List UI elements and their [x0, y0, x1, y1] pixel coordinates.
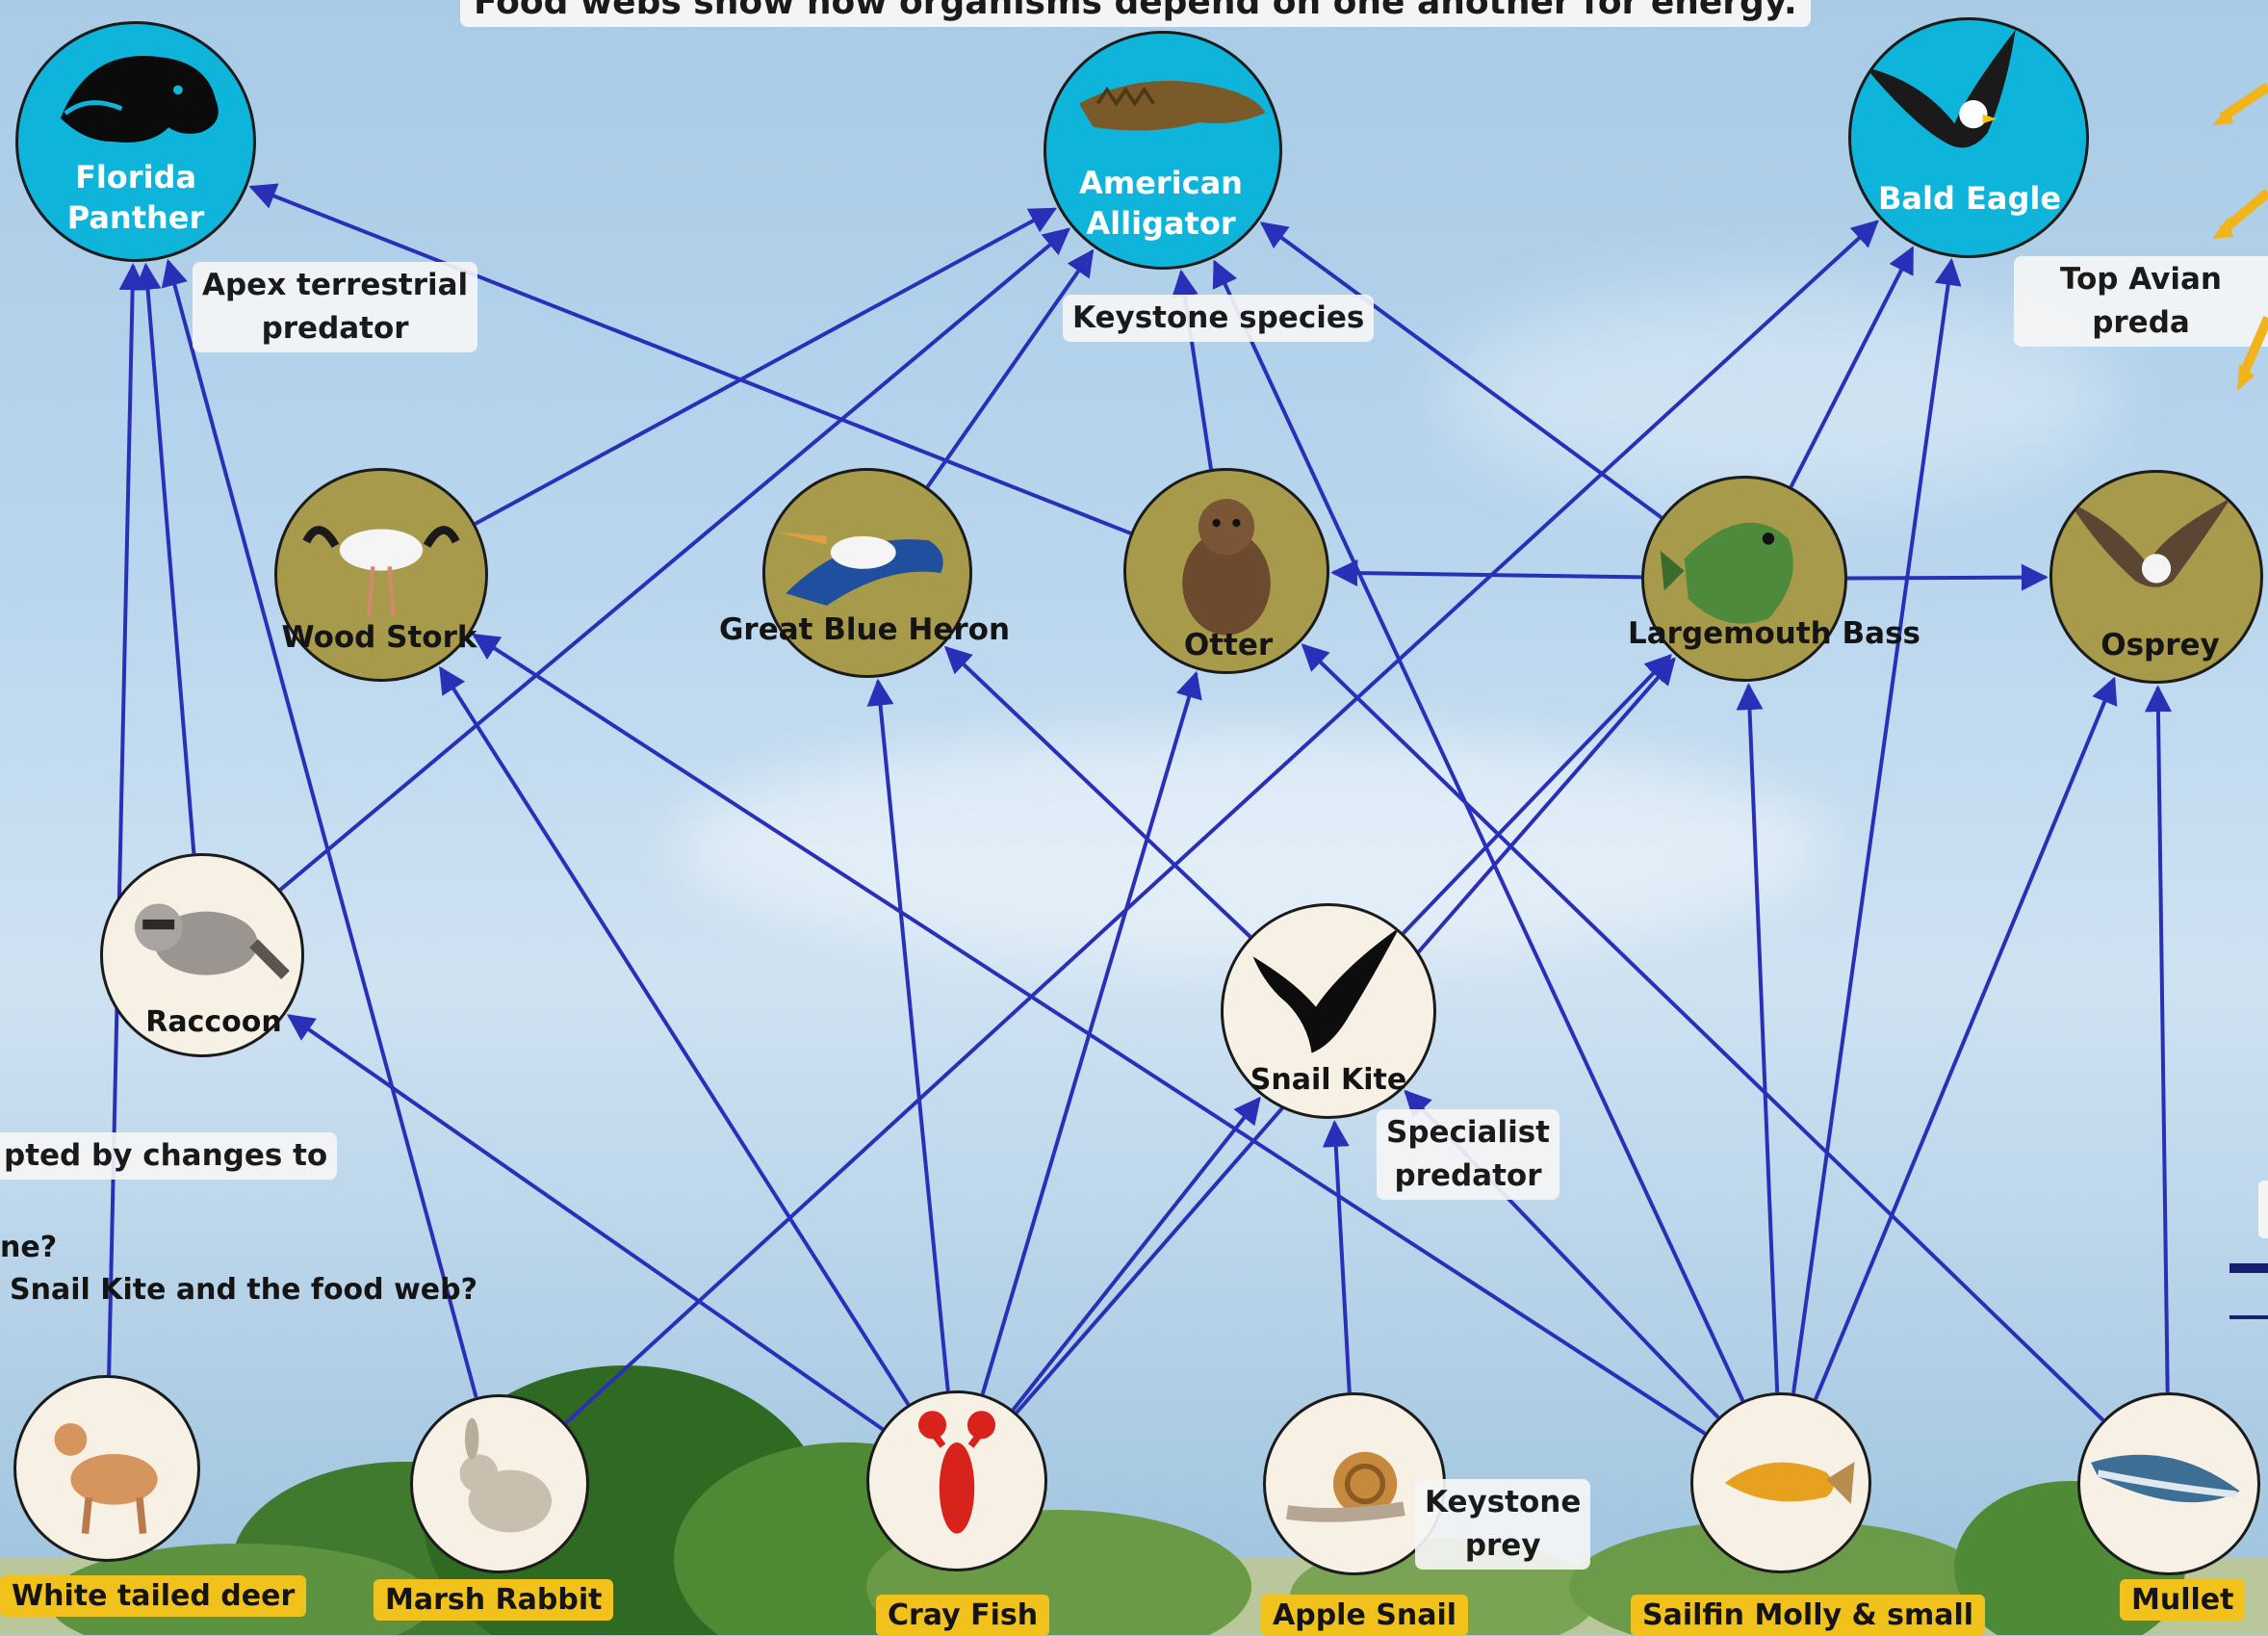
- callout-apex-terrestrial: Apex terrestrial predator: [193, 262, 478, 352]
- deer-icon: [54, 1423, 158, 1535]
- node-sailfin-molly[interactable]: [1690, 1392, 1871, 1573]
- food-web-link-molly-to-alligator: [1212, 259, 1745, 1402]
- node-label-kite: Snail Kite: [1250, 1063, 1407, 1097]
- mullet-icon: [2091, 1454, 2240, 1503]
- node-bald-eagle[interactable]: [1848, 17, 2089, 258]
- food-web-link-molly-to-eagle: [1791, 257, 1962, 1394]
- heron-icon: [777, 532, 943, 606]
- callout-line: predator: [261, 310, 409, 346]
- node-label-eagle: Bald Eagle: [1877, 180, 2062, 217]
- callout-specialist: Specialist predator: [1377, 1109, 1559, 1200]
- food-web-link-otter-to-panther: [248, 183, 1132, 535]
- food-web-link-bass-to-osprey: [1846, 563, 2049, 591]
- callout-line: Apex terrestrial: [202, 268, 469, 302]
- node-label-alligator: American Alligator: [1079, 164, 1243, 244]
- kite-icon: [1252, 926, 1401, 1053]
- callout-disrupted: pted by changes to: [0, 1132, 338, 1180]
- node-cray-fish[interactable]: [866, 1390, 1047, 1571]
- node-label-molly: Sailfin Molly & small: [1631, 1595, 1986, 1636]
- food-web-link-stork-to-alligator: [474, 207, 1057, 526]
- cloud-backdrop: [674, 732, 1829, 963]
- food-web-link-raccoon-to-panther: [134, 262, 196, 854]
- callout-line: Keystone: [1425, 1485, 1582, 1519]
- snail-icon: [1286, 1451, 1405, 1522]
- node-osprey[interactable]: [2049, 470, 2263, 684]
- node-otter[interactable]: [1123, 468, 1329, 674]
- cloud-backdrop: [1444, 289, 2118, 501]
- food-web-link-rabbit-to-panther: [161, 258, 478, 1398]
- bass-icon: [1660, 522, 1793, 624]
- raccoon-icon: [134, 903, 290, 979]
- node-label-rabbit: Marsh Rabbit: [374, 1579, 614, 1621]
- label-line: American: [1079, 165, 1243, 201]
- node-label-panther: Florida Panther: [67, 158, 205, 238]
- node-mullet[interactable]: [2077, 1392, 2260, 1575]
- callout-top-avian: Top Avian preda: [2014, 256, 2268, 347]
- node-label-otter: Otter: [1183, 628, 1274, 662]
- food-web-link-rabbit-to-eagle: [564, 220, 1879, 1425]
- food-web-link-bass-to-eagle: [1789, 246, 1915, 488]
- food-web-link-crayfish-to-otter: [980, 670, 1202, 1395]
- callout-line: prey: [1464, 1527, 1541, 1563]
- food-web-link-heron-to-alligator: [925, 248, 1095, 488]
- legend-box-edge: [2258, 1181, 2268, 1238]
- node-label-heron: Great Blue Heron: [718, 612, 1011, 647]
- label-line: Florida: [74, 159, 197, 195]
- food-web-link-crayfish-to-heron: [866, 678, 950, 1391]
- food-web-link-kite-to-bass: [1402, 653, 1672, 935]
- food-web-link-crayfish-to-stork: [438, 665, 911, 1406]
- stork-icon: [302, 526, 460, 617]
- node-label-raccoon: Raccoon: [145, 1005, 282, 1039]
- molly-icon: [1724, 1462, 1855, 1504]
- label-line: Alligator: [1086, 204, 1236, 242]
- node-label-crayfish: Cray Fish: [876, 1595, 1050, 1636]
- osprey-icon: [2069, 497, 2231, 587]
- label-line: Panther: [66, 198, 205, 236]
- food-web-link-raccoon-to-alligator: [278, 227, 1071, 892]
- node-label-bass: Largemouth Bass: [1628, 616, 1920, 651]
- node-label-deer: White tailed deer: [0, 1575, 307, 1617]
- food-web-link-molly-to-osprey: [1814, 676, 2118, 1400]
- food-web-link-bass-to-otter: [1330, 559, 1642, 587]
- node-white-tailed-deer[interactable]: [13, 1375, 200, 1562]
- node-florida-panther[interactable]: [15, 21, 256, 262]
- caption-banner: Food webs show how organisms depend on o…: [460, 0, 1811, 27]
- food-web-link-crayfish-to-raccoon: [286, 1014, 885, 1431]
- node-label-mullet: Mullet: [2120, 1579, 2246, 1621]
- node-label-stork: Wood Stork: [281, 620, 477, 655]
- node-label-osprey: Osprey: [2100, 628, 2220, 662]
- node-snail-kite[interactable]: [1221, 903, 1436, 1119]
- panther-icon: [60, 56, 219, 143]
- otter-icon: [1182, 499, 1271, 636]
- food-web-link-crayfish-to-kite: [1011, 1096, 1261, 1412]
- callout-line: predator: [1394, 1157, 1542, 1193]
- food-web-link-deer-to-panther: [107, 263, 146, 1376]
- question-line-2: Snail Kite and the food web?: [10, 1273, 478, 1307]
- alligator-icon: [1078, 80, 1266, 131]
- crayfish-icon: [917, 1411, 996, 1534]
- food-web-link-mullet-to-otter: [1301, 643, 2105, 1422]
- food-web-link-mullet-to-osprey: [2144, 685, 2172, 1393]
- rabbit-icon: [459, 1417, 552, 1533]
- node-largemouth-bass[interactable]: [1641, 476, 1847, 682]
- arrow-decoration: [2212, 82, 2268, 391]
- node-raccoon[interactable]: [100, 853, 304, 1057]
- eagle-icon: [1865, 29, 2016, 148]
- callout-line: Specialist: [1386, 1115, 1550, 1150]
- node-great-blue-heron[interactable]: [762, 468, 972, 678]
- question-line-1: ne?: [0, 1231, 58, 1264]
- node-american-alligator[interactable]: [1044, 31, 1282, 270]
- node-marsh-rabbit[interactable]: [410, 1394, 589, 1573]
- callout-keystone-prey: Keystone prey: [1415, 1479, 1591, 1570]
- food-web-link-kite-to-heron: [943, 645, 1252, 939]
- legend-line-thin: [2229, 1315, 2268, 1319]
- food-web-link-molly-to-bass: [1736, 683, 1780, 1393]
- food-web-link-snail-to-kite: [1322, 1120, 1352, 1393]
- legend-line-thick: [2229, 1263, 2268, 1273]
- food-web-link-bass-to-alligator: [1259, 221, 1663, 520]
- callout-keystone-species: Keystone species: [1063, 295, 1375, 342]
- node-wood-stork[interactable]: [274, 468, 488, 682]
- node-label-snail: Apple Snail: [1261, 1595, 1469, 1636]
